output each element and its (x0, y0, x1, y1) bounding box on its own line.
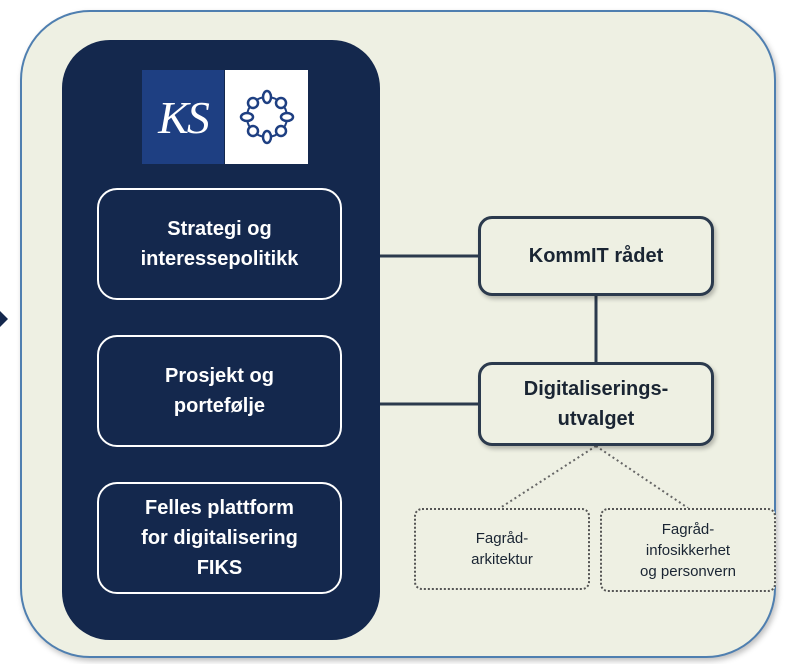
box-arch: Fagråd- arkitektur (414, 508, 590, 590)
box-strategy: Strategi og interessepolitikk (97, 188, 342, 300)
line-digital-arch (499, 445, 597, 509)
line-digital-sec (595, 445, 689, 509)
box-platform: Felles plattform for digitalisering FIKS (97, 482, 342, 594)
box-sec: Fagråd- infosikkerhet og personvern (600, 508, 776, 592)
box-digital: Digitaliserings- utvalget (478, 362, 714, 446)
box-kommit: KommIT rådet (478, 216, 714, 296)
chain-seal-icon (225, 70, 308, 164)
ks-logo-text: KS (158, 91, 210, 143)
ks-logo: KS (142, 70, 224, 164)
arrow-marker (0, 311, 8, 327)
box-project: Prosjekt og portefølje (97, 335, 342, 447)
